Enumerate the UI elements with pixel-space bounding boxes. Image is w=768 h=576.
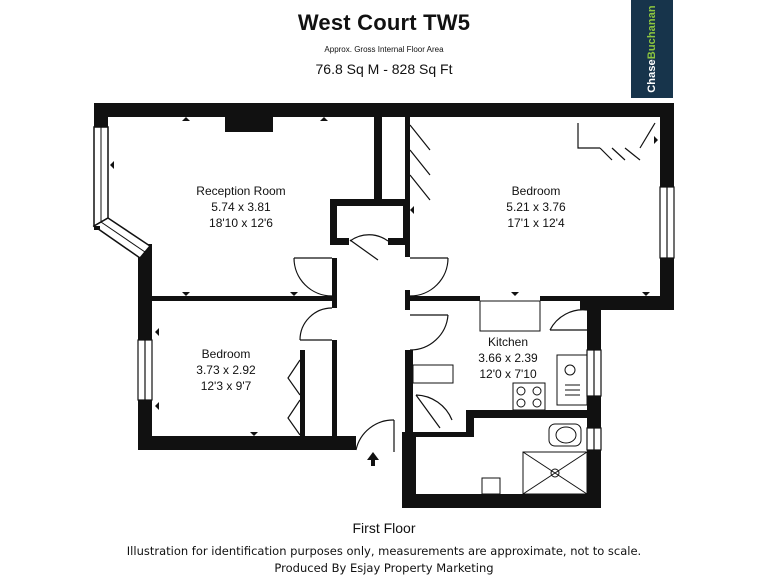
wall-bedroom-bottom-right bbox=[580, 296, 674, 310]
wall-bathroom-left bbox=[402, 432, 416, 508]
wall-bedroom2-left-top bbox=[138, 300, 152, 340]
reception-metric: 5.74 x 3.81 bbox=[211, 200, 271, 214]
reception-name: Reception Room bbox=[196, 184, 285, 198]
interior-walls bbox=[152, 117, 587, 450]
kitchen-fittings bbox=[412, 300, 588, 411]
plan-title: West Court TW5 bbox=[297, 10, 471, 35]
wall-reception-left-top bbox=[94, 117, 108, 127]
bedroom1-name: Bedroom bbox=[512, 184, 561, 198]
entrance-arrow-icon bbox=[367, 452, 379, 466]
wall-bathroom-right bbox=[587, 450, 601, 508]
wall-kitchen-right-top bbox=[587, 310, 601, 350]
bay-window bbox=[92, 126, 152, 260]
bedroom2-metric: 3.73 x 2.92 bbox=[196, 363, 256, 377]
walls bbox=[94, 103, 674, 508]
wall-bathroom-bottom bbox=[402, 494, 601, 508]
bathroom-fittings bbox=[481, 423, 588, 495]
bedroom2-imperial: 12'3 x 9'7 bbox=[201, 379, 252, 393]
wall-kitchen-right-bottom bbox=[587, 396, 601, 428]
agency-logo: ChaseBuchanan bbox=[631, 0, 673, 98]
wall-bedroom2-bottom bbox=[138, 436, 356, 450]
bedroom1-metric: 5.21 x 3.76 bbox=[506, 200, 566, 214]
kitchen-metric: 3.66 x 2.39 bbox=[478, 351, 538, 365]
chimney-breast bbox=[225, 117, 273, 132]
doors bbox=[287, 122, 656, 452]
bedroom2-name: Bedroom bbox=[202, 347, 251, 361]
windows bbox=[137, 186, 675, 451]
tick-marks bbox=[110, 117, 658, 436]
room-labels: Reception Room 5.74 x 3.81 18'10 x 12'6 … bbox=[196, 184, 566, 393]
wall-bedroom-right-top bbox=[660, 117, 674, 187]
floor-label: First Floor bbox=[352, 520, 416, 536]
floor-area: 76.8 Sq M - 828 Sq Ft bbox=[315, 61, 453, 77]
disclaimer-text: Illustration for identification purposes… bbox=[126, 544, 642, 558]
credit-text: Produced By Esjay Property Marketing bbox=[274, 561, 494, 575]
area-subtitle: Approx. Gross Internal Floor Area bbox=[324, 45, 444, 54]
bedroom1-imperial: 17'1 x 12'4 bbox=[507, 216, 565, 230]
kitchen-imperial: 12'0 x 7'10 bbox=[479, 367, 537, 381]
wall-top bbox=[94, 103, 674, 117]
wall-left-mid bbox=[138, 244, 152, 304]
kitchen-name: Kitchen bbox=[488, 335, 528, 349]
reception-imperial: 18'10 x 12'6 bbox=[209, 216, 273, 230]
